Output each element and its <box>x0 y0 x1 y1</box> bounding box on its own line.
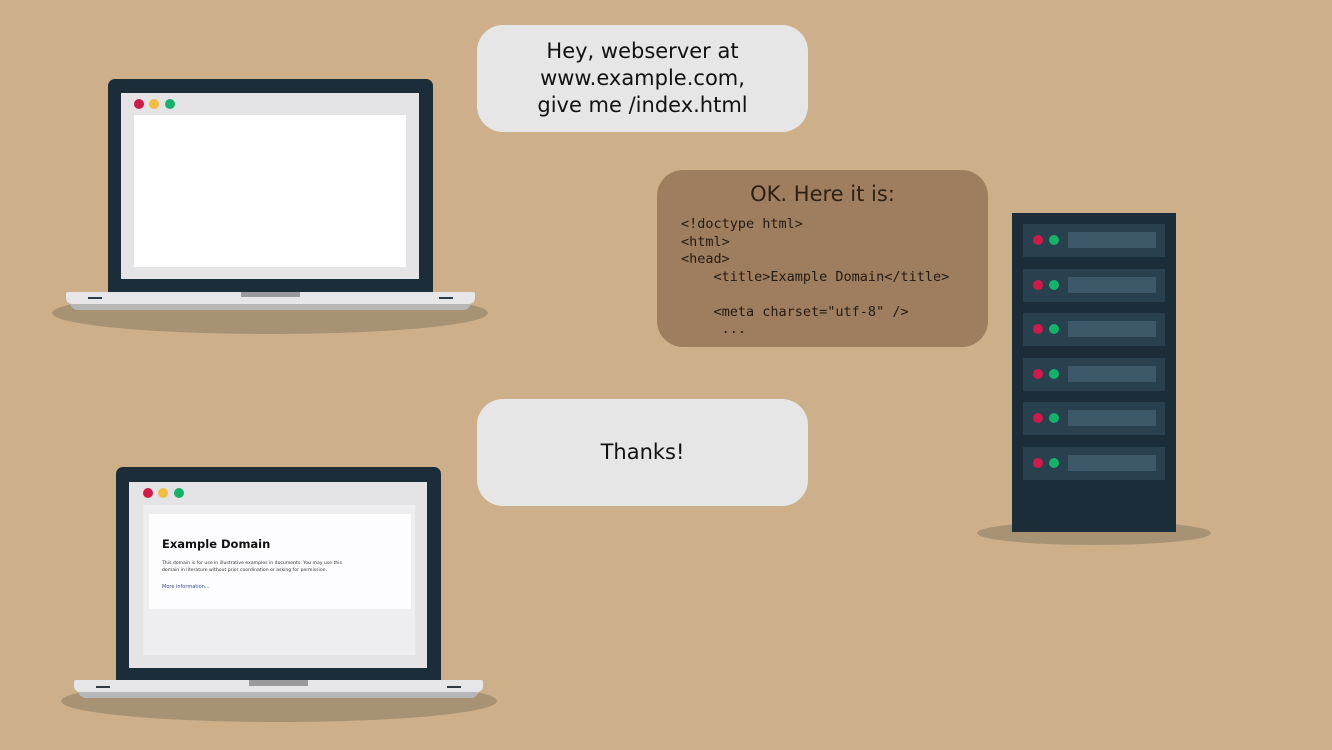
laptop-foot-left <box>96 686 110 688</box>
maximize-dot-icon <box>165 99 175 109</box>
server-unit <box>1023 446 1165 480</box>
laptop-notch <box>249 680 308 686</box>
led-red-icon <box>1033 457 1043 468</box>
example-page-link[interactable]: More information... <box>162 584 210 590</box>
led-red-icon <box>1033 235 1043 245</box>
response-heading: OK. Here it is: <box>750 182 895 206</box>
server-unit <box>1023 224 1165 257</box>
drive-bay <box>1068 276 1156 293</box>
code-line: <title>Example Domain</title> <box>681 268 950 285</box>
led-green-icon <box>1049 235 1059 245</box>
drive-bay <box>1068 232 1156 248</box>
led-green-icon <box>1049 324 1059 334</box>
laptop-foot-right <box>447 686 461 688</box>
led-red-icon <box>1033 279 1043 290</box>
led-red-icon <box>1033 413 1043 423</box>
code-line: ... <box>681 321 747 337</box>
laptop-base-edge <box>70 302 471 310</box>
laptop-base <box>74 680 483 692</box>
server-unit <box>1023 268 1165 302</box>
request-line: Hey, webserver at <box>546 39 739 63</box>
code-line <box>681 286 949 304</box>
response-bubble: OK. Here it is: <!doctype html> <html> <… <box>657 170 988 347</box>
led-red-icon <box>1033 368 1043 379</box>
laptop-notch <box>241 292 300 297</box>
laptop-foot-right <box>439 297 453 299</box>
drive-bay <box>1068 454 1156 471</box>
server-unit <box>1023 313 1165 346</box>
request-line: give me /index.html <box>537 93 748 117</box>
thanks-text: Thanks! <box>600 440 685 464</box>
drive-bay <box>1068 410 1156 426</box>
drive-bay <box>1068 321 1156 337</box>
close-dot-icon <box>143 488 153 498</box>
close-dot-icon <box>134 99 144 109</box>
maximize-dot-icon <box>174 488 184 498</box>
server-unit <box>1023 402 1165 435</box>
minimize-dot-icon <box>158 488 168 498</box>
code-line: <!doctype html> <box>681 216 803 232</box>
response-code: <!doctype html> <html> <head> <title>Exa… <box>681 216 949 339</box>
example-page-text: domain in literature without prior coord… <box>162 568 328 573</box>
request-line: www.example.com, <box>540 66 745 90</box>
led-green-icon <box>1049 279 1059 290</box>
example-page-card: Example Domain This domain is for use in… <box>149 514 411 609</box>
laptop-foot-left <box>88 297 102 299</box>
laptop-base <box>66 292 475 304</box>
example-page-title: Example Domain <box>162 537 271 551</box>
led-green-icon <box>1049 457 1059 468</box>
led-green-icon <box>1049 368 1059 379</box>
example-page-text: This domain is for use in illustrative e… <box>162 561 342 566</box>
request-bubble: Hey, webserver at www.example.com, give … <box>477 25 808 132</box>
minimize-dot-icon <box>149 99 159 109</box>
server-unit <box>1023 357 1165 391</box>
thanks-bubble: Thanks! <box>477 399 808 506</box>
laptop-base-edge <box>78 690 479 698</box>
led-red-icon <box>1033 324 1043 334</box>
code-line: <meta charset="utf-8" /> <box>681 303 909 320</box>
code-line: <html> <box>681 233 730 250</box>
led-green-icon <box>1049 413 1059 423</box>
drive-bay <box>1068 365 1156 382</box>
code-line: <head> <box>681 251 730 267</box>
browser-viewport-blank <box>134 115 406 267</box>
